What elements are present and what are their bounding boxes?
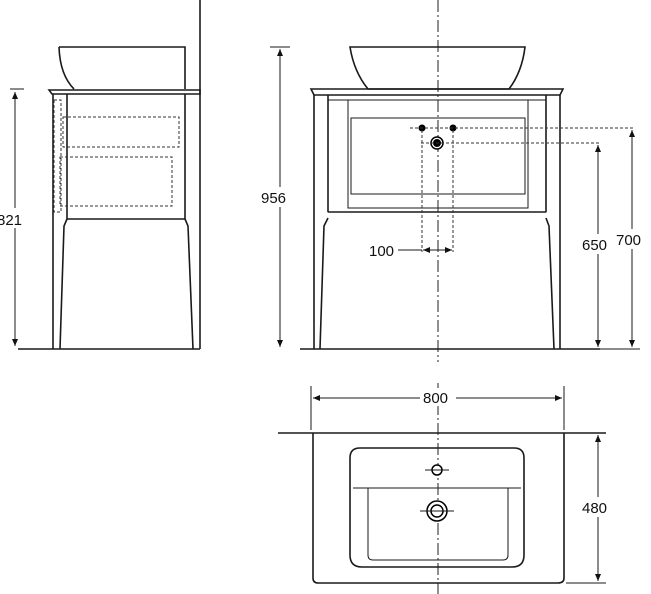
dimension-front-total-height: 956 [261,190,286,207]
dimension-tap-spacing: 100 [369,243,394,260]
side-view: 821 [0,0,201,350]
dimension-waste-height: 650 [582,237,607,254]
front-view: 100 956 650 700 [261,0,651,362]
dimension-top-depth: 480 [582,500,607,517]
dimension-tap-height: 700 [616,232,641,249]
plan-view: 800 480 [278,383,614,594]
dimension-top-width: 800 [423,390,448,407]
dimension-side-height: 821 [0,212,22,229]
